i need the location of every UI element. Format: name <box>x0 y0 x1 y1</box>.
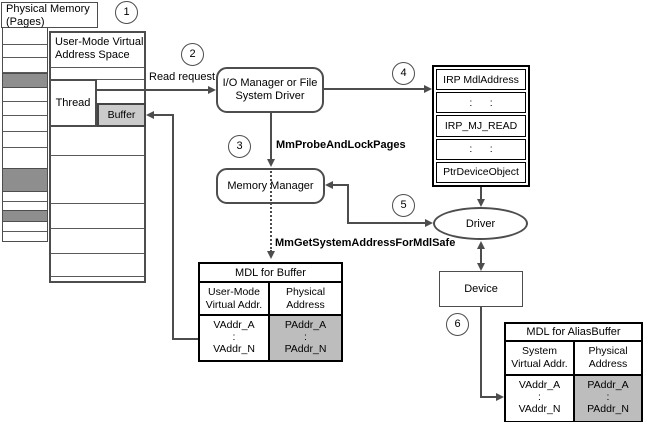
vas-divider <box>51 276 144 277</box>
mdl-to-buffer-arrowhead <box>146 111 154 119</box>
driver-to-device-arrowhead <box>477 263 485 271</box>
mdl-buffer-title: MDL for Buffer <box>200 264 341 283</box>
mmprobeandlockpages-label: MmProbeAndLockPages <box>276 139 406 151</box>
memory-page-row-shaded <box>3 73 47 88</box>
io-to-irp-arrowhead <box>424 85 432 93</box>
thread-box: Thread <box>49 79 97 127</box>
page-divider <box>3 115 47 116</box>
user-mode-box: User-Mode Virtual Address Space <box>49 31 146 283</box>
device-to-driver-arrowhead <box>477 241 485 249</box>
irp-row-ptrdeviceobject: PtrDeviceObject <box>436 161 526 184</box>
mdl-to-buffer-connector-h2 <box>152 114 173 116</box>
vaddr-ellipsis: : <box>538 391 541 403</box>
paddr-ellipsis: : <box>304 331 307 343</box>
step-badge-1: 1 <box>115 1 138 24</box>
read-request-arrowhead <box>208 86 216 94</box>
mm-driver-connector-v <box>347 184 349 224</box>
vaddr-n: VAddr_N <box>213 343 255 355</box>
driver-label: Driver <box>465 217 496 230</box>
paddr-a: PAddr_A <box>284 319 327 331</box>
step-badge-6: 6 <box>446 313 469 336</box>
buffer-label: Buffer <box>107 109 136 121</box>
mm-driver-connector-h2 <box>347 222 426 224</box>
mdl-alias-col1-header: System Virtual Addr. <box>506 342 575 376</box>
thread-label: Thread <box>55 97 91 109</box>
driver-to-mm-arrowhead <box>325 181 333 189</box>
device-to-alias-connector-h <box>480 396 497 398</box>
memory-page-row-shaded <box>3 210 47 222</box>
io-to-mm-arrowhead <box>267 159 275 167</box>
page-divider <box>3 57 47 58</box>
io-to-mm-arrow <box>270 113 272 160</box>
vaddr-a: VAddr_A <box>213 319 255 331</box>
mmgetsystemaddressformdlsafe-label: MmGetSystemAddressForMdlSafe <box>275 237 456 249</box>
page-divider <box>3 101 47 102</box>
user-mode-label: User-Mode Virtual Address Space <box>55 36 144 61</box>
buffer-box: Buffer <box>97 103 146 127</box>
vas-divider <box>51 203 144 204</box>
page-divider <box>3 131 47 132</box>
paddr-ellipsis: : <box>606 391 610 403</box>
device-box: Device <box>439 271 523 307</box>
vas-divider <box>51 253 144 254</box>
page-divider <box>3 147 47 148</box>
page-divider <box>3 231 47 232</box>
step-badge-2: 2 <box>181 43 204 66</box>
mdl-buffer-physical-cell: PAddr_A : PAddr_N <box>270 316 341 360</box>
irp-to-driver-arrow <box>480 187 482 201</box>
step-badge-4: 4 <box>392 62 415 85</box>
mm-driver-connector-h1 <box>333 184 349 186</box>
paddr-n: PAddr_N <box>284 343 327 355</box>
page-divider <box>3 72 47 73</box>
irp-row-ellipsis: : : <box>436 92 526 114</box>
device-label: Device <box>464 283 498 295</box>
step-badge-5: 5 <box>392 194 415 217</box>
mm-to-driver-arrowhead <box>425 219 433 227</box>
vas-divider <box>51 155 144 156</box>
mdl-alias-virtual-cell: VAddr_A : VAddr_N <box>506 376 575 421</box>
mdl-alias-col2-header: Physical Address <box>575 342 641 376</box>
physical-memory-label: Physical Memory (Pages) <box>1 2 98 28</box>
device-to-alias-connector-v <box>480 307 482 398</box>
mdl-buffer-col2-header: Physical Address <box>270 283 341 316</box>
page-divider <box>3 201 47 202</box>
irp-to-driver-arrowhead <box>477 199 485 207</box>
step-badge-3: 3 <box>228 135 251 158</box>
vas-divider <box>51 228 144 229</box>
driver-device-connector <box>480 248 482 265</box>
vas-divider <box>51 67 144 68</box>
irp-table: IRP MdlAddress : : IRP_MJ_READ : : PtrDe… <box>432 65 530 187</box>
vaddr-n: VAddr_N <box>518 403 561 415</box>
mdl-to-buffer-connector-v <box>172 114 174 340</box>
mdl-buffer-virtual-cell: VAddr_A : VAddr_N <box>200 316 270 360</box>
vaddr-a: VAddr_A <box>518 379 561 391</box>
mdl-aliasbuffer-table: MDL for AliasBuffer System Virtual Addr.… <box>504 322 643 422</box>
io-to-irp-arrow <box>324 88 425 90</box>
vas-divider <box>51 79 144 80</box>
vaddr-ellipsis: : <box>232 331 236 343</box>
irp-row-mdladdress: IRP MdlAddress <box>436 69 526 91</box>
mm-to-mdl-dotted-line <box>270 168 272 252</box>
irp-row-mj-read: IRP_MJ_READ <box>436 115 526 137</box>
irp-row-ellipsis: : : <box>436 138 526 160</box>
mdl-alias-physical-cell: PAddr_A : PAddr_N <box>575 376 641 421</box>
paddr-n: PAddr_N <box>587 403 629 415</box>
device-to-alias-arrowhead <box>496 393 504 401</box>
mdl-buffer-table: MDL for Buffer User-Mode Virtual Addr. P… <box>198 262 343 362</box>
mdl-buffer-col1-header: User-Mode Virtual Addr. <box>200 283 270 316</box>
mm-to-mdl-arrowhead <box>267 251 275 259</box>
memory-page-row-shaded <box>3 168 47 192</box>
io-manager-box: I/O Manager or File System Driver <box>216 67 324 113</box>
read-request-label: Read request <box>149 71 216 83</box>
physical-memory-column <box>2 2 48 242</box>
read-request-arrow <box>97 89 209 91</box>
mdl-alias-title: MDL for AliasBuffer <box>506 324 641 342</box>
mdl-to-buffer-connector-h1 <box>172 338 199 340</box>
paddr-a: PAddr_A <box>587 379 629 391</box>
page-divider <box>3 44 47 45</box>
driver-ellipse: Driver <box>433 207 528 240</box>
